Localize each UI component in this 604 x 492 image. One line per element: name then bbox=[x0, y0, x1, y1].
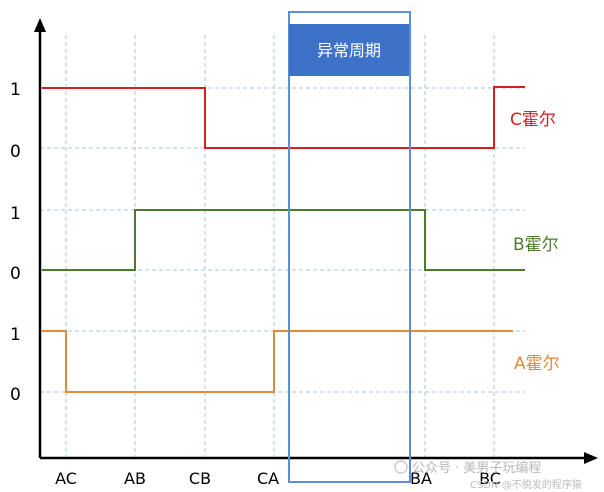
y-axis-arrow-icon bbox=[34, 18, 46, 32]
b-hall-waveform bbox=[42, 209, 525, 271]
watermark-line2: CSDN @不脱发的程序猿 bbox=[470, 478, 582, 491]
watermark-line1: 公众号 · 美男子玩编程 bbox=[412, 461, 541, 476]
level-label-a-high: 1 bbox=[10, 325, 21, 345]
horizontal-grid bbox=[40, 87, 525, 393]
c-hall-waveform bbox=[42, 86, 525, 149]
level-label-b-high: 1 bbox=[10, 204, 21, 224]
level-label-a-low: 0 bbox=[10, 385, 21, 405]
level-label-c-high: 1 bbox=[10, 80, 21, 100]
x-label-ca: CA bbox=[257, 469, 279, 488]
c-hall-label: C霍尔 bbox=[510, 110, 556, 130]
x-label-ab: AB bbox=[124, 469, 146, 488]
x-label-ba: BA bbox=[410, 469, 432, 488]
x-label-bc: BC bbox=[479, 469, 501, 488]
level-label-c-low: 0 bbox=[10, 142, 21, 162]
abnormal-period-label: 异常周期 bbox=[317, 41, 381, 60]
x-label-ac: AC bbox=[55, 469, 77, 488]
level-label-b-low: 0 bbox=[10, 264, 21, 284]
wechat-icon bbox=[394, 460, 408, 474]
axes bbox=[38, 30, 585, 460]
b-hall-label: B霍尔 bbox=[513, 235, 559, 255]
a-hall-label: A霍尔 bbox=[514, 354, 560, 374]
watermark: 公众号 · 美男子玩编程 CSDN @不脱发的程序猿 bbox=[394, 460, 582, 491]
x-axis-arrow-icon bbox=[584, 452, 598, 464]
vertical-grid bbox=[65, 35, 495, 458]
abnormal-period-box bbox=[288, 11, 411, 483]
abnormal-period-badge bbox=[289, 24, 409, 76]
a-hall-waveform bbox=[42, 330, 513, 393]
x-label-cb: CB bbox=[189, 469, 211, 488]
